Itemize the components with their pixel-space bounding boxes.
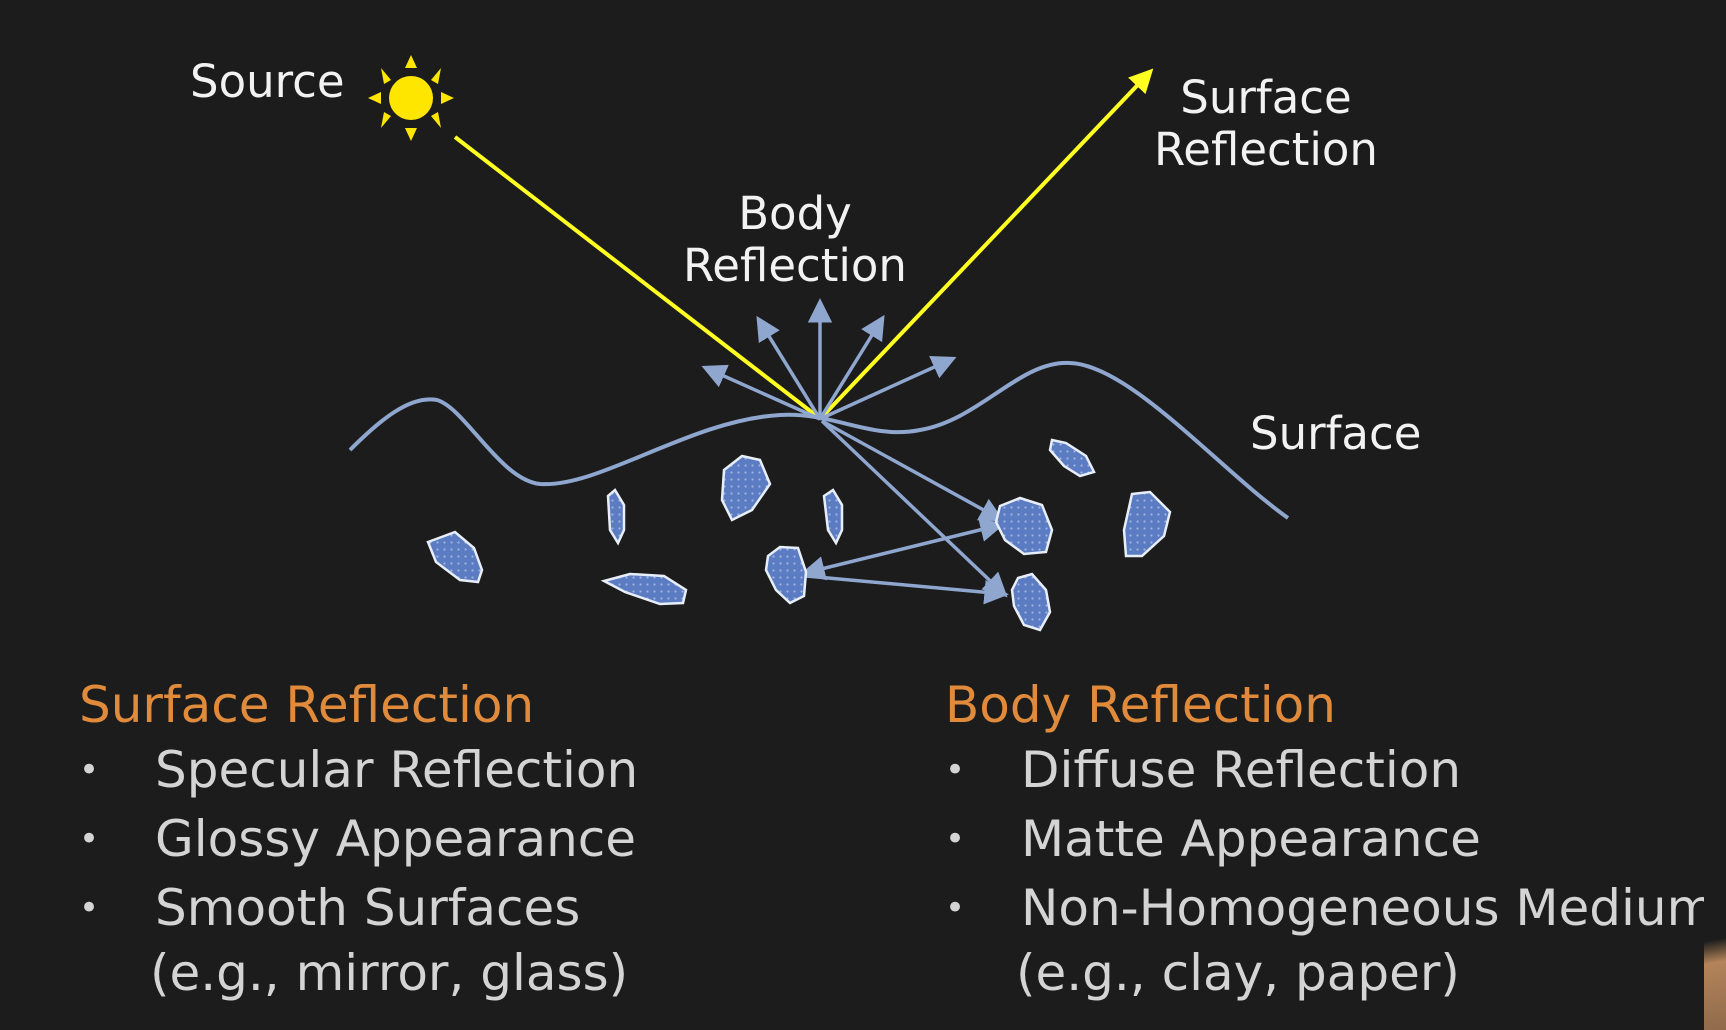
particle (426, 530, 484, 584)
particle (994, 496, 1054, 556)
particle (1122, 490, 1172, 558)
surface-reflection-ray (820, 68, 1154, 419)
particle (1048, 438, 1096, 478)
body-reflection-heading: Body Reflection (945, 676, 1336, 734)
particle (764, 545, 808, 605)
particle (1010, 572, 1052, 632)
body-reflection-label: Body Reflection (683, 187, 907, 292)
surface-reflection-label: Surface Reflection (1154, 71, 1378, 176)
surface-reflection-example: (e.g., mirror, glass) (150, 944, 629, 1002)
body-reflection-arrows (701, 298, 1009, 605)
medium-particles (426, 438, 1172, 632)
surface-reflection-heading: Surface Reflection (79, 676, 535, 734)
surface-line (348, 360, 1290, 520)
source-label: Source (190, 55, 345, 108)
presenter-edge (1704, 880, 1726, 1030)
particle (720, 454, 772, 522)
body-reflection-example: (e.g., clay, paper) (1016, 944, 1460, 1002)
incident-ray (453, 135, 820, 419)
particle (606, 488, 626, 546)
surface-label: Surface (1250, 407, 1422, 460)
sun-icon (368, 55, 454, 141)
particle (822, 488, 844, 546)
particle (600, 572, 688, 606)
